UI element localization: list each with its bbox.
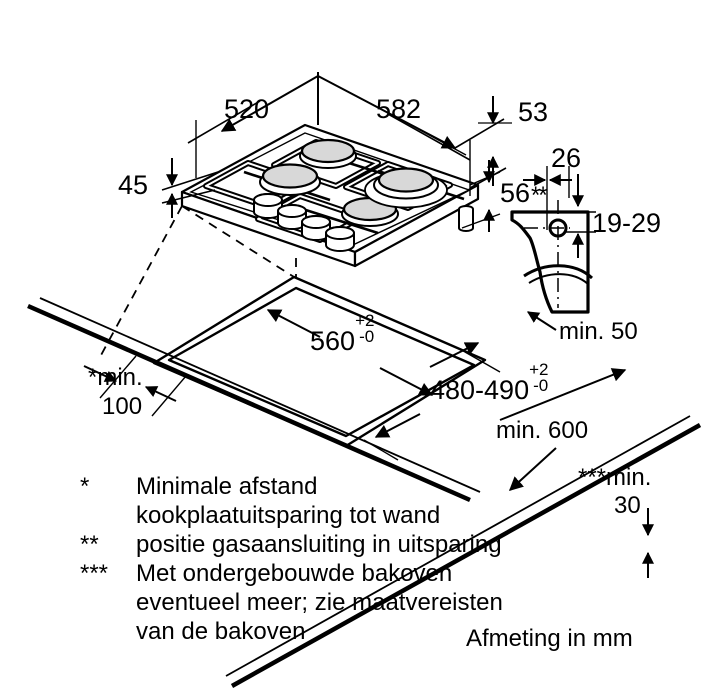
dimension-label-worktop-depth: min. 600 (496, 417, 589, 444)
legend-text: eventueel meer; zie maatvereisten (136, 589, 503, 616)
burner-right-wok (364, 167, 448, 209)
dimension-label-min-50: min. 50 (559, 318, 638, 345)
legend: * Minimale afstand kookplaatuitsparing t… (80, 472, 600, 646)
dimension-label-gas-height: 19-29 (592, 208, 662, 238)
control-knob (277, 204, 307, 230)
cutout-opening (152, 275, 487, 448)
legend-row: ** positie gasaansluiting in uitsparing (80, 530, 600, 559)
burner-rear-center (299, 138, 357, 169)
dimension-label-below-value: 30 (614, 492, 641, 519)
hob-appliance (180, 123, 480, 268)
legend-text: positie gasaansluiting in uitsparing (136, 531, 502, 558)
control-knob (253, 193, 283, 219)
dimension-label-below-marker: ***min. (578, 464, 652, 491)
dimension-min-600 (499, 368, 627, 491)
dimension-label-front-lip: 45 (118, 170, 149, 200)
dimension-480-490 (363, 342, 501, 461)
dimension-56 (461, 160, 501, 232)
cutout-depth-tol-upper: +2 (529, 360, 549, 380)
dimension-label-wall-min-marker: *min. (88, 364, 143, 391)
control-knob (325, 226, 355, 252)
cutout-depth-value: 480-490 (430, 375, 530, 405)
dimension-label-right-offset: 53 (518, 97, 549, 127)
gas-position-marker: ** (531, 182, 548, 209)
cutout-depth-tol-lower: -0 (533, 375, 549, 395)
control-knobs (253, 193, 355, 252)
legend-marker: * (80, 473, 90, 500)
gas-connection-detail (510, 166, 596, 331)
dimension-min-100 (83, 355, 187, 417)
cutout-width-value: 560 (310, 326, 356, 356)
legend-marker: ** (80, 531, 99, 558)
control-knob (301, 215, 331, 241)
burner-rear-left (259, 163, 321, 196)
dimension-label-width: 582 (376, 94, 422, 124)
cutout-width-tol-lower: -0 (359, 326, 375, 346)
dimension-lines-top (187, 72, 471, 161)
legend-row: *** Met ondergebouwde bakoven (80, 559, 600, 588)
dimension-45 (161, 120, 219, 218)
dimension-label-cutout-depth: 480-490+2-0 (430, 361, 551, 405)
dimension-label-right-height: 56 (500, 178, 531, 208)
cutout-width-tol-upper: +2 (355, 311, 375, 331)
projection-lines (99, 205, 297, 358)
cutout-width-tolerance: +2-0 (355, 312, 377, 350)
legend-text: Minimale afstand (136, 473, 318, 500)
dimension-label-gas-offset: 26 (551, 143, 582, 173)
dimension-label-cutout-width: 560+2-0 (310, 312, 377, 356)
dimension-label-wall-min-value: 100 (102, 393, 143, 420)
dimension-label-depth: 520 (224, 94, 270, 124)
legend-row: * Minimale afstand (80, 472, 600, 501)
legend-text: kookplaatuitsparing tot wand (136, 502, 441, 529)
legend-marker: *** (80, 560, 109, 587)
legend-text: van de bakoven (136, 618, 306, 645)
unit-note: Afmeting in mm (466, 625, 633, 652)
dimension-560 (266, 309, 434, 396)
cutout-depth-tolerance: +2-0 (529, 361, 551, 399)
legend-text: Met ondergebouwde bakoven (136, 560, 453, 587)
